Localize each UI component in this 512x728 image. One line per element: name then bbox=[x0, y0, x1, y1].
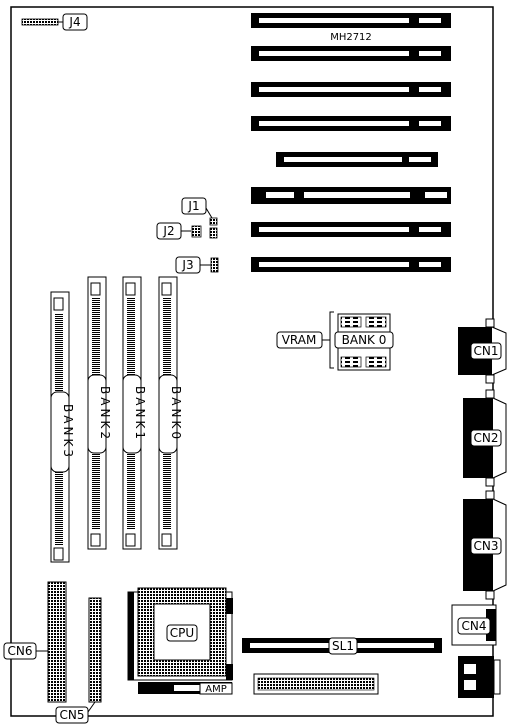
cn2-callout bbox=[470, 429, 502, 447]
simm-bank1: BANK1 bbox=[122, 276, 147, 550]
cn5-label: CN5 bbox=[60, 708, 85, 722]
sl1-label: SL1 bbox=[332, 639, 354, 653]
bank0-label: BANK0 bbox=[169, 386, 183, 442]
simm-bank0: BANK0 bbox=[158, 276, 183, 550]
j4-label: J4 bbox=[68, 15, 80, 29]
board-model-label: MH2712 bbox=[330, 32, 372, 43]
isa-slot-7 bbox=[251, 222, 451, 237]
j2-label: J2 bbox=[162, 224, 174, 238]
cn6-label: CN6 bbox=[8, 644, 33, 658]
isa-slot-1 bbox=[251, 13, 451, 28]
j1-label: J1 bbox=[187, 199, 199, 213]
bank2-label: BANK2 bbox=[98, 386, 112, 442]
connector-cn1: CN1 bbox=[458, 318, 507, 384]
cn2-label: CN2 bbox=[474, 431, 499, 445]
cn3-label: CN3 bbox=[474, 539, 499, 553]
slot-sl1: SL1 bbox=[242, 637, 442, 655]
j1-callout bbox=[181, 197, 207, 215]
connector-cn4: CN4 bbox=[451, 604, 497, 646]
bank3-label: BANK3 bbox=[61, 404, 75, 460]
isa-slot-4 bbox=[251, 116, 451, 131]
cn1-label: CN1 bbox=[474, 344, 499, 358]
keyboard-connector bbox=[458, 656, 501, 698]
vram-callout bbox=[276, 331, 323, 349]
sl1-callout bbox=[328, 637, 358, 655]
jumper-j1: J1 bbox=[181, 197, 218, 226]
jumper-j2: J2 bbox=[156, 222, 218, 240]
isa-slot-2 bbox=[251, 46, 451, 61]
cn4-callout bbox=[457, 617, 491, 635]
board-outline bbox=[10, 6, 494, 717]
connector-cn5: CN5 bbox=[55, 597, 102, 724]
jumper-j4: J4 bbox=[21, 13, 88, 31]
isa-slot-3 bbox=[251, 82, 451, 97]
cn1-callout bbox=[470, 342, 502, 360]
socket-brand-label: AMP bbox=[205, 684, 227, 695]
vram-label: VRAM bbox=[282, 333, 317, 347]
j4-callout bbox=[62, 13, 88, 31]
vram-bank-label: BANK 0 bbox=[342, 333, 387, 347]
simm-bank2: BANK2 bbox=[87, 276, 112, 550]
bank3-callout bbox=[50, 391, 70, 473]
simm-bank3: BANK3 bbox=[50, 291, 75, 563]
isa-slot-6 bbox=[251, 187, 451, 204]
cn5-callout bbox=[55, 706, 89, 724]
j3-label: J3 bbox=[181, 258, 193, 272]
cpu-socket: CPU AMP bbox=[127, 587, 233, 695]
bank2-callout bbox=[87, 374, 107, 454]
vram-bank: VRAM BANK 0 bbox=[276, 311, 394, 371]
isa-slot-8 bbox=[251, 257, 451, 272]
cn4-label: CN4 bbox=[462, 619, 487, 633]
bank1-callout bbox=[122, 374, 142, 454]
connector-cn6: CN6 bbox=[3, 581, 67, 703]
dip-chip-row bbox=[253, 673, 379, 695]
connector-cn2: CN2 bbox=[463, 389, 507, 487]
connector-cn3: CN3 bbox=[463, 490, 507, 600]
cn3-callout bbox=[470, 537, 502, 555]
amp-callout bbox=[199, 682, 233, 695]
cpu-label: CPU bbox=[170, 626, 194, 640]
cpu-callout bbox=[166, 624, 198, 642]
isa-slot-5-short bbox=[276, 152, 438, 167]
jumper-j3: J3 bbox=[175, 256, 219, 274]
bank0-callout bbox=[158, 374, 178, 454]
bank1-label: BANK1 bbox=[133, 386, 147, 442]
vram-bank-callout bbox=[334, 331, 394, 349]
